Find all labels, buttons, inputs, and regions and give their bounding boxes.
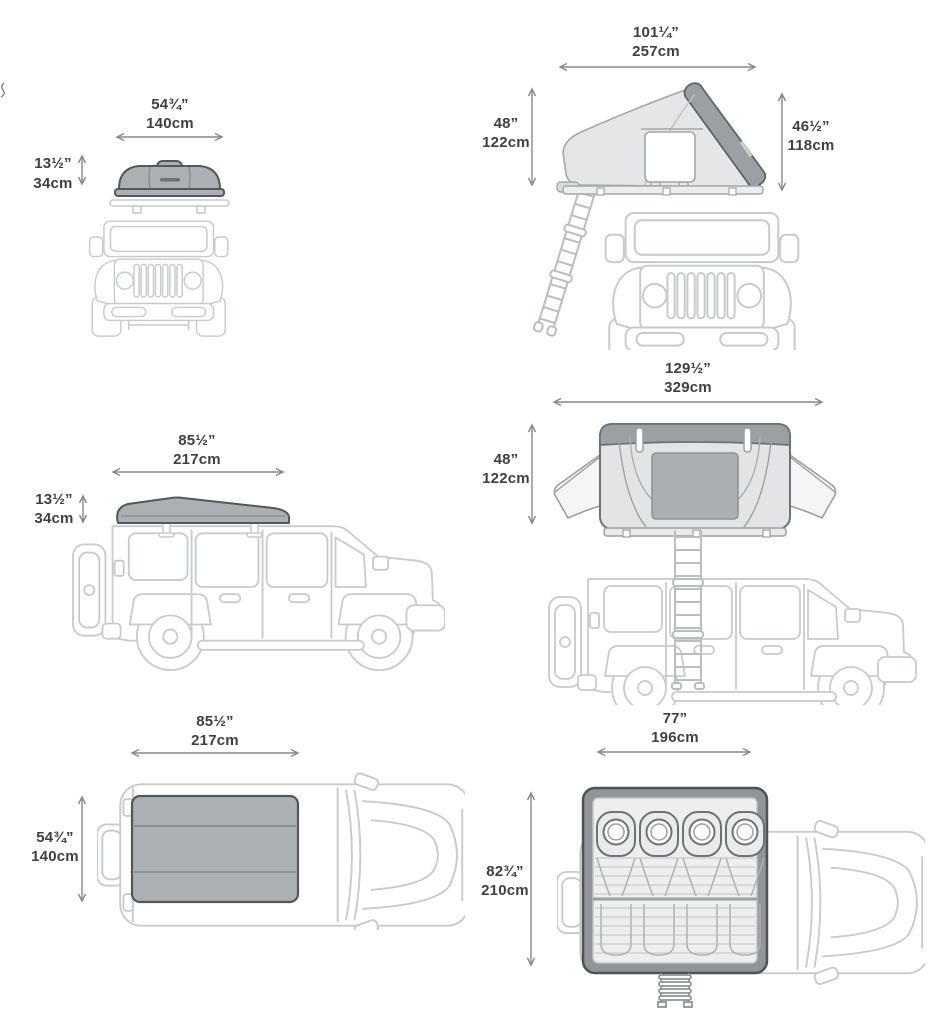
dim-inches: 85½” — [196, 713, 234, 730]
dim-cm: 210cm — [481, 881, 529, 899]
dim-cm: 140cm — [31, 847, 79, 865]
dim-cm: 118cm — [787, 136, 835, 154]
tent-logo-mark — [160, 178, 180, 182]
dim-inches: 85½” — [178, 432, 216, 449]
front-closed-width-label: 54¾” 140cm — [146, 96, 194, 133]
cropped-logo-fragment — [0, 82, 5, 98]
side-open-length-arrow — [552, 397, 824, 407]
top-closed-length-label: 85½” 217cm — [191, 713, 239, 750]
top-open-width-label: 82¾” 210cm — [481, 863, 529, 900]
side-view-tent-open-drawing — [548, 423, 918, 705]
jeep-front-drawing — [606, 213, 799, 350]
dim-inches: 48” — [493, 115, 519, 132]
front-view-tent-open-drawing — [532, 82, 800, 350]
side-open-tent-height-label: 48” 122cm — [482, 451, 530, 488]
dim-cm: 217cm — [191, 731, 239, 749]
dim-inches: 48” — [493, 451, 519, 468]
side-closed-length-label: 85½” 217cm — [173, 432, 221, 469]
mattress-stripes — [595, 857, 755, 954]
top-open-length-arrow — [596, 747, 752, 757]
top-closed-width-label: 54¾” 140cm — [31, 829, 79, 866]
dim-cm: 329cm — [664, 378, 712, 396]
pillows — [596, 811, 765, 857]
front-open-height-left-label: 48” 122cm — [482, 115, 530, 152]
telescoping-ladder-drawing — [671, 530, 705, 690]
dim-inches: 129½” — [664, 360, 712, 377]
jeep-side-drawing — [73, 526, 445, 670]
front-closed-tent-height-label: 13½” 34cm — [33, 154, 72, 194]
tent-open-side-drawing — [553, 423, 837, 538]
dim-inches: 46½” — [792, 118, 830, 135]
dim-cm: 196cm — [651, 728, 699, 746]
jeep-side-drawing — [549, 579, 916, 705]
jeep-front-drawing — [90, 221, 228, 336]
tent-logo-mark — [739, 141, 753, 157]
side-open-length-label: 129½” 329cm — [664, 360, 712, 397]
tent-closed-front-drawing — [109, 160, 230, 214]
dim-inches: 77” — [662, 710, 688, 727]
tent-closed-top-drawing — [130, 794, 300, 904]
tent-window — [651, 452, 739, 520]
dim-cm: 217cm — [173, 450, 221, 468]
tent-closed-side-drawing — [116, 496, 290, 538]
front-open-width-arrow — [558, 62, 757, 72]
front-view-tent-closed-drawing — [75, 160, 230, 345]
front-closed-width-arrow — [115, 132, 224, 142]
dim-inches: 54¾” — [36, 829, 74, 846]
top-open-length-label: 77” 196cm — [651, 710, 699, 747]
tent-hard-shell — [599, 423, 791, 446]
dim-cm: 34cm — [33, 175, 73, 192]
dim-inches: 54¾” — [151, 96, 189, 113]
dim-inches: 13½” — [34, 155, 72, 172]
tent-open-top-drawing — [581, 786, 769, 1008]
side-closed-length-arrow — [111, 467, 285, 477]
telescoping-ladder-drawing — [532, 181, 598, 337]
dim-cm: 122cm — [482, 469, 530, 487]
dim-inches: 13½” — [35, 491, 73, 508]
mattress-quilting — [596, 857, 765, 956]
top-closed-length-arrow — [130, 748, 300, 758]
dim-inches: 101¼” — [632, 24, 680, 41]
dim-cm: 34cm — [34, 509, 74, 527]
side-closed-tent-height-label: 13½” 34cm — [34, 491, 73, 528]
awning-right — [789, 453, 837, 520]
tent-open-front-drawing — [556, 82, 767, 196]
dim-inches: 82¾” — [486, 863, 524, 880]
dim-cm: 122cm — [482, 133, 530, 151]
top-view-tent-closed-drawing — [85, 758, 465, 930]
tent-window — [644, 131, 696, 183]
side-view-tent-closed-drawing — [70, 496, 445, 680]
dim-cm: 257cm — [632, 42, 680, 60]
awning-left — [553, 453, 601, 520]
top-view-tent-open-drawing — [545, 786, 925, 1008]
front-open-width-label: 101¼” 257cm — [632, 24, 680, 61]
dim-cm: 140cm — [146, 114, 194, 132]
ladder-top-view-drawing — [657, 973, 693, 1008]
front-open-height-right-label: 46½” 118cm — [788, 118, 835, 155]
